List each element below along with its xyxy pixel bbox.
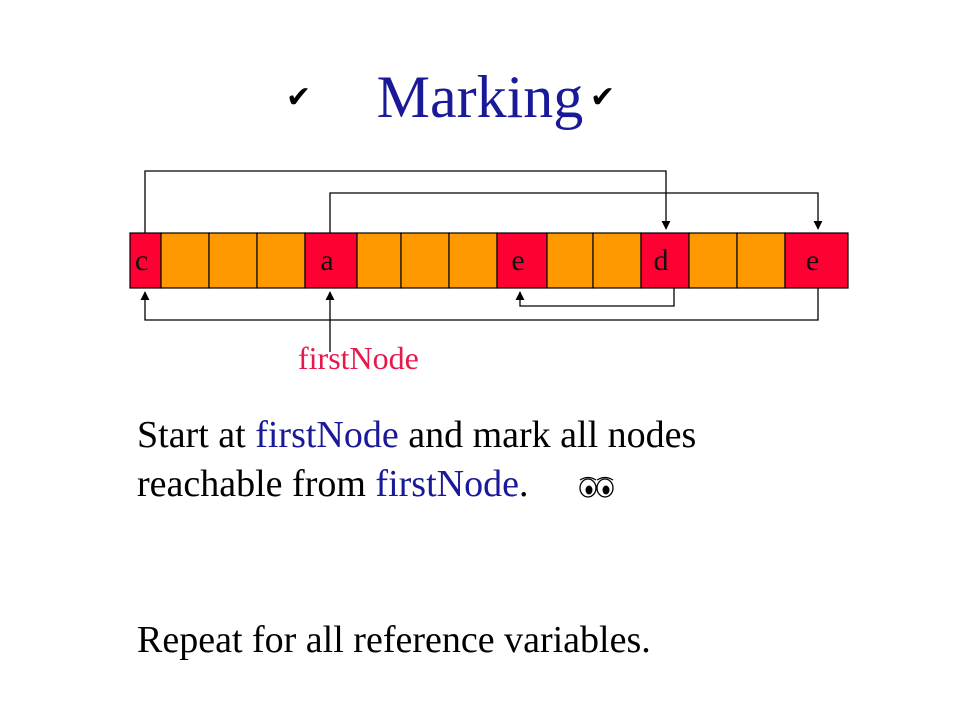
link-e-to-c bbox=[140, 288, 819, 321]
checkmark-icon: ✔ bbox=[590, 81, 616, 114]
instruction-line-3: Repeat for all reference variables. bbox=[137, 619, 651, 661]
cell-label: a bbox=[320, 244, 333, 277]
link-c-to-d bbox=[144, 170, 671, 233]
instruction-line-2: reachable from firstNode. bbox=[137, 460, 616, 511]
free-cell bbox=[688, 232, 738, 289]
text-segment: Start at bbox=[137, 414, 256, 456]
node-cell bbox=[640, 232, 690, 289]
slide-title: Marking bbox=[376, 64, 584, 130]
first-node-term: firstNode bbox=[375, 463, 519, 505]
free-cell bbox=[160, 232, 210, 289]
free-cell bbox=[208, 232, 258, 289]
text-segment: reachable from bbox=[137, 463, 376, 505]
free-cell bbox=[356, 232, 402, 289]
checkmark-icon: ✔ bbox=[286, 81, 312, 114]
first-node-term: firstNode bbox=[255, 414, 399, 456]
node-cell bbox=[496, 232, 548, 289]
text-segment: and mark all nodes bbox=[398, 414, 697, 456]
link-a-to-e bbox=[329, 192, 823, 233]
pointer-links bbox=[140, 170, 823, 352]
cell-label: c bbox=[135, 244, 148, 277]
free-cell bbox=[736, 232, 786, 289]
link-d-to-e bbox=[515, 288, 675, 307]
cell-label: e bbox=[511, 244, 524, 277]
cell-label: e bbox=[806, 244, 819, 277]
node-cell bbox=[304, 232, 358, 289]
node-cell bbox=[784, 232, 849, 289]
free-cell bbox=[256, 232, 306, 289]
free-cell bbox=[592, 232, 642, 289]
free-cell bbox=[546, 232, 594, 289]
free-cell bbox=[400, 232, 450, 289]
free-cell bbox=[448, 232, 498, 289]
text-segment: . bbox=[518, 463, 529, 505]
cell-label: d bbox=[654, 244, 669, 277]
first-node-label: firstNode bbox=[298, 340, 419, 376]
eyes-icon bbox=[578, 463, 616, 511]
instruction-line-1: Start at firstNode and mark all nodes bbox=[137, 411, 696, 459]
